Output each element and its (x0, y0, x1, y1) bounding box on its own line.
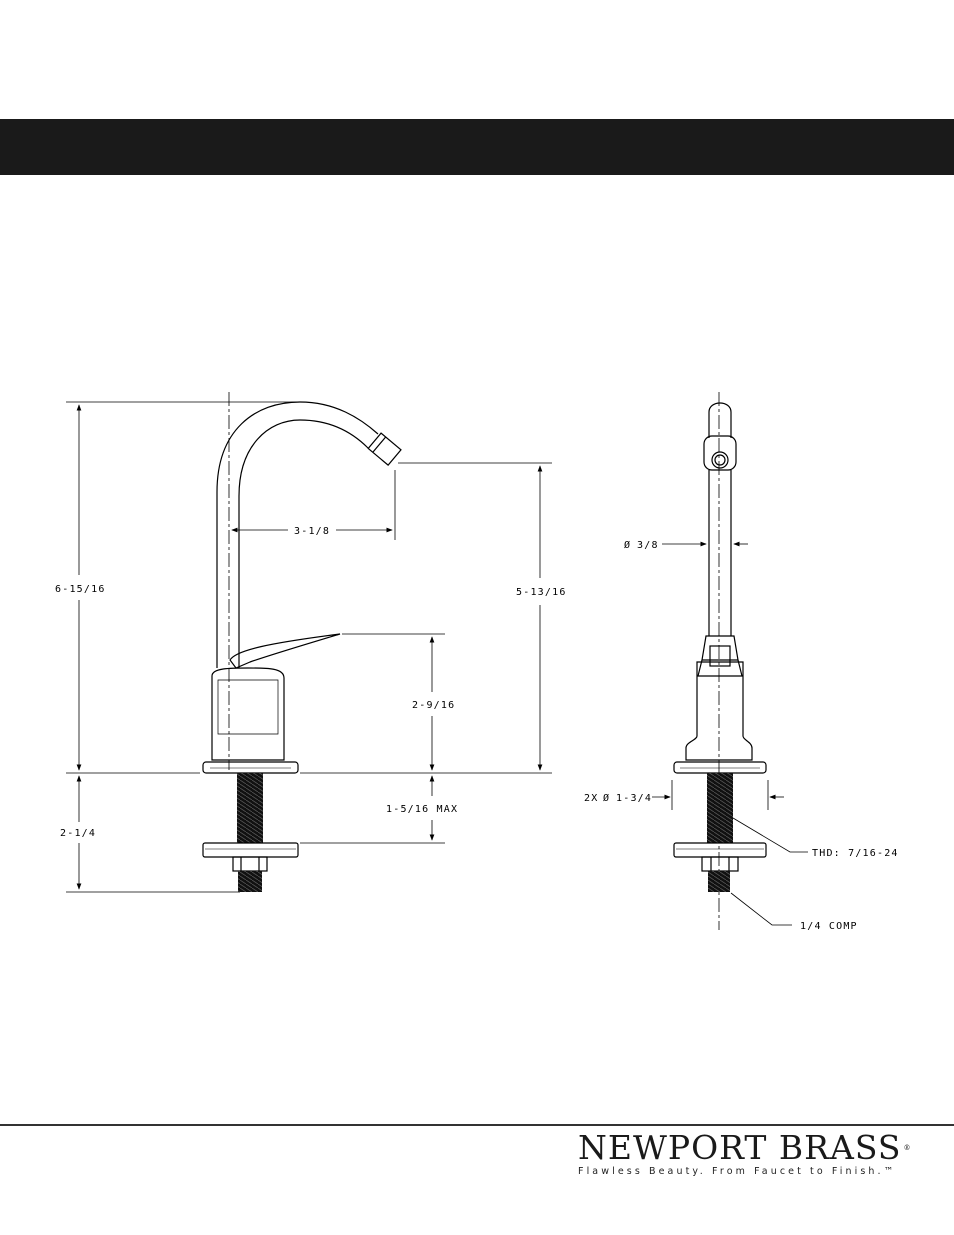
side-supply-stub (708, 871, 730, 892)
registered-mark: ® (903, 1144, 911, 1152)
dim-overall-height: 6-15/16 (55, 584, 106, 595)
threaded-shank (237, 773, 263, 843)
front-view (203, 392, 401, 892)
side-mounting-washer (674, 843, 766, 857)
side-base-flange (674, 762, 766, 773)
dim-supply: 1/4 COMP (800, 921, 858, 932)
side-spout-top (709, 403, 731, 438)
footer-rule (0, 1124, 954, 1126)
dim-shank-length: 2-1/4 (60, 828, 96, 839)
dim-spout-reach: 3-1/8 (294, 526, 330, 537)
dim-base-diameter-symbol: Ø (603, 792, 610, 804)
front-dimensions (66, 402, 552, 892)
handle-lever (230, 634, 340, 668)
faucet-body (212, 668, 284, 760)
side-handle-hub (702, 636, 738, 660)
dim-base-diameter: 1-3/4 (616, 793, 652, 804)
brand-name: NEWPORT BRASS (578, 1128, 901, 1167)
dim-tube-diameter: 3/8 (637, 540, 659, 551)
brand-tagline: Flawless Beauty. From Faucet to Finish.™ (578, 1166, 908, 1177)
dim-tube-diameter-symbol: Ø (624, 539, 631, 551)
dim-thread: THD: 7/16-24 (812, 848, 899, 859)
dim-spout-height: 5-13/16 (516, 587, 567, 598)
dim-deck-thickness: 1-5/16 MAX (386, 804, 458, 815)
base-flange (203, 762, 298, 773)
lock-nut (233, 857, 267, 871)
spout-nozzle (368, 433, 401, 465)
dim-handle-height: 2-9/16 (412, 700, 455, 711)
brand-logo: NEWPORT BRASS® Flawless Beauty. From Fau… (578, 1128, 908, 1177)
side-view (674, 392, 766, 930)
side-lock-nut (702, 857, 738, 871)
side-threaded-shank (707, 773, 733, 843)
supply-stub (238, 871, 262, 892)
mounting-washer (203, 843, 298, 857)
dim-base-diameter-count: 2X (584, 793, 598, 804)
side-dimensions (652, 544, 808, 925)
